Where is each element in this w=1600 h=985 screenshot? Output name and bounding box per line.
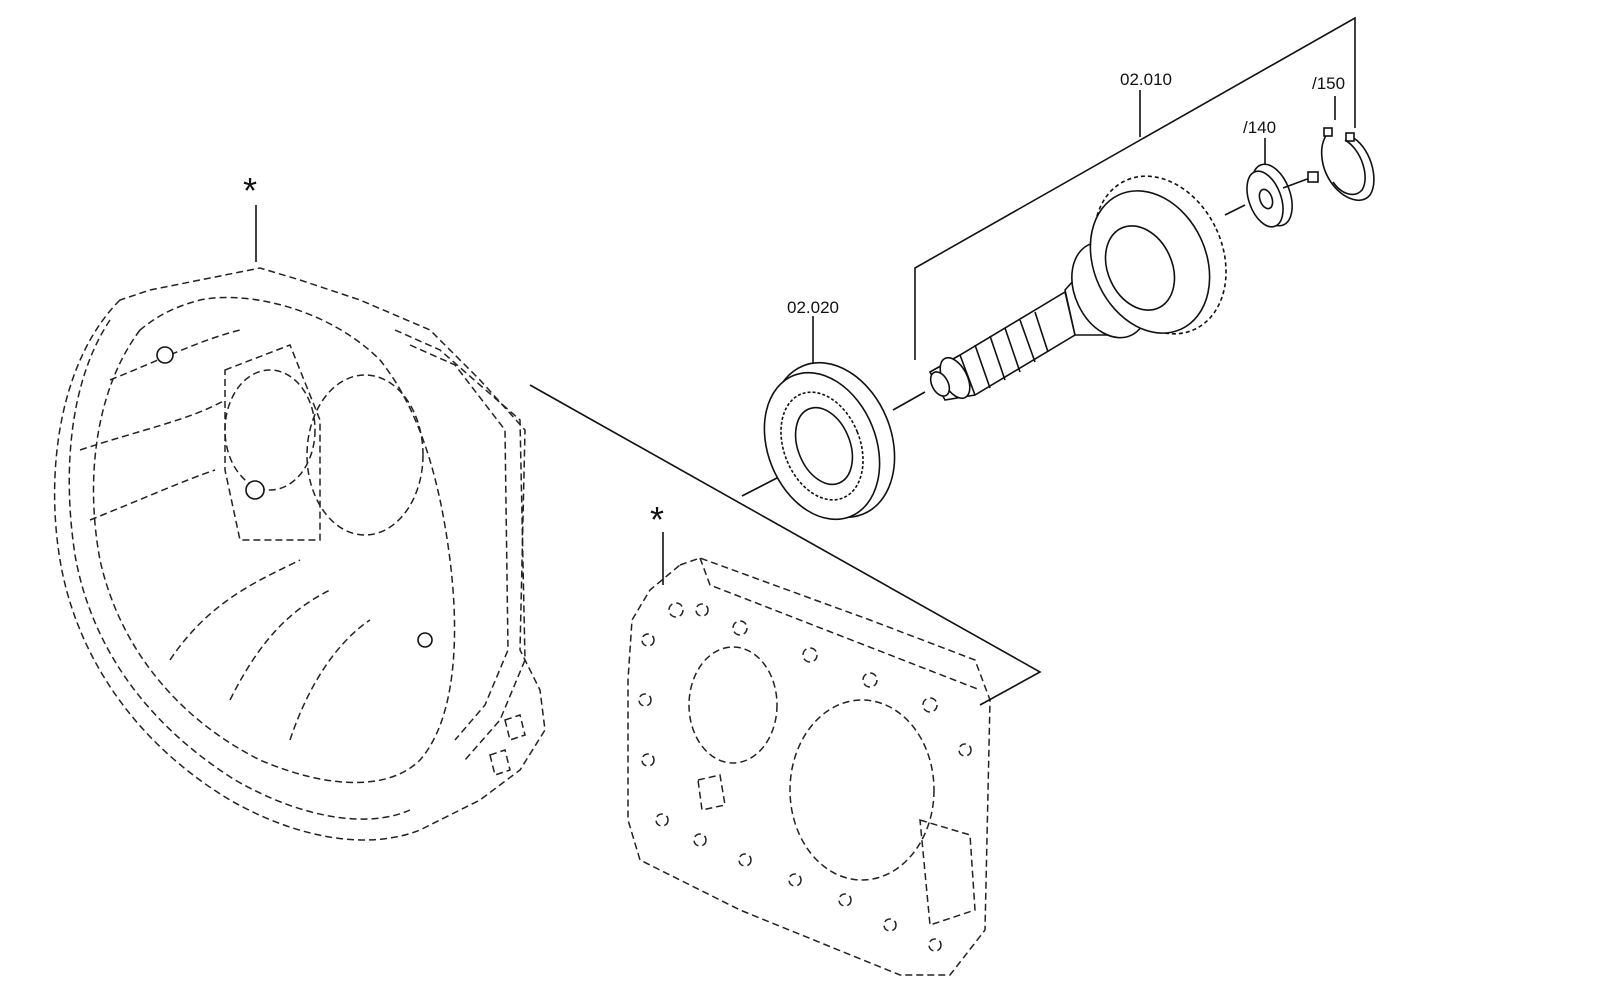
assembly-leader bbox=[529, 384, 1042, 706]
cover-marker: * bbox=[650, 499, 664, 540]
shaft-02-010[interactable] bbox=[914, 16, 1356, 403]
bearing-02-020[interactable] bbox=[743, 316, 916, 537]
cover-plate[interactable] bbox=[627, 532, 991, 976]
label-150: /150 bbox=[1312, 74, 1345, 93]
label-140: /140 bbox=[1243, 118, 1276, 137]
circlip-150[interactable] bbox=[1320, 96, 1375, 201]
bearing-140[interactable] bbox=[1240, 138, 1319, 232]
housing-marker: * bbox=[243, 170, 257, 211]
cover-bolt-holes bbox=[638, 602, 972, 952]
clutch-housing[interactable] bbox=[53, 205, 546, 841]
label-02-020: 02.020 bbox=[787, 298, 839, 317]
label-02-010: 02.010 bbox=[1120, 70, 1172, 89]
